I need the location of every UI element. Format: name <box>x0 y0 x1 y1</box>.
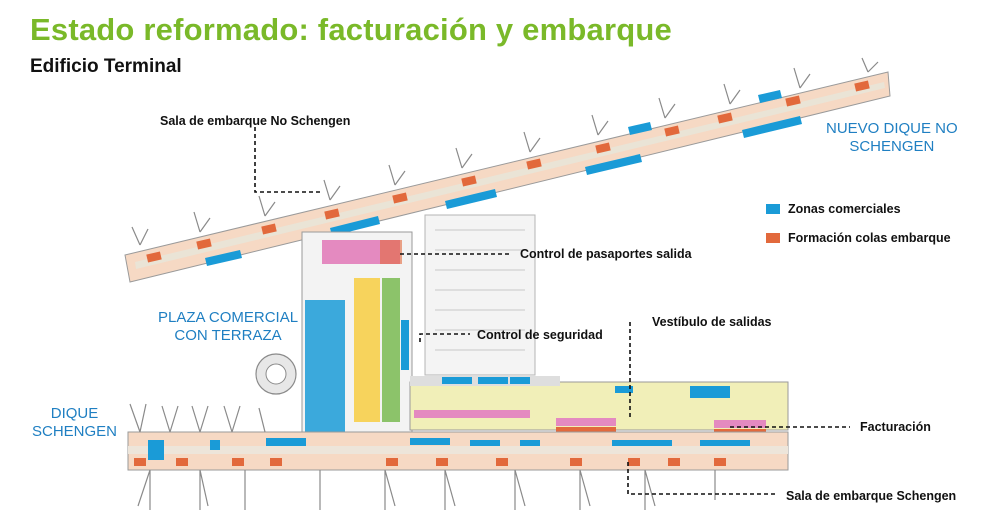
south-pier-gates <box>129 403 716 510</box>
legend-queue-zones: Formación colas embarque <box>766 231 951 245</box>
leader-security-control <box>419 333 470 342</box>
apron-area <box>424 214 536 376</box>
north-pier-queue-zones <box>146 80 870 263</box>
callout-departures-hall: Vestíbulo de salidas <box>652 315 772 329</box>
leader-schengen-lounge <box>627 462 776 495</box>
north-pier <box>124 57 891 283</box>
callout-security-control: Control de seguridad <box>477 328 603 342</box>
north-pier-inner-band <box>135 82 885 269</box>
callout-check-in: Facturación <box>860 420 931 434</box>
legend-commercial-swatch <box>766 204 780 214</box>
south-pier <box>127 403 789 510</box>
security-commercial-strip <box>401 320 409 370</box>
callout-schengen-lounge: Sala de embarque Schengen <box>786 489 957 503</box>
slide-title: Estado reformado: facturación y embarque <box>30 12 672 47</box>
passport-control-queue <box>380 240 402 264</box>
area-label-schengen-pier: DIQUE SCHENGEN <box>32 405 117 441</box>
plaza-commercial-block <box>305 300 345 440</box>
check-in-desks <box>414 410 766 428</box>
legend-queue-label: Formación colas embarque <box>788 231 951 245</box>
callout-no-schengen-lounge: Sala de embarque No Schengen <box>160 114 351 128</box>
security-lanes-yellow <box>354 278 380 422</box>
north-pier-gates <box>131 57 879 246</box>
north-pier-commercial-zones <box>205 90 802 266</box>
security-lanes-green <box>382 278 400 422</box>
south-pier-commercial-zones <box>148 438 750 460</box>
legend-commercial-zones: Zonas comerciales <box>766 202 901 216</box>
callout-leaders <box>254 127 850 495</box>
area-label-new-pier: NUEVO DIQUE NO SCHENGEN <box>826 120 958 156</box>
south-pier-queue-zones <box>134 458 726 466</box>
leader-no-schengen-lounge <box>254 127 320 193</box>
area-label-new-pier-line1: NUEVO DIQUE NO <box>826 120 958 137</box>
callout-passport-control: Control de pasaportes salida <box>520 247 692 261</box>
main-terminal <box>409 376 789 433</box>
check-in-queues <box>556 427 766 433</box>
hall-commercial-zones <box>442 377 730 398</box>
area-label-schengen-pier-line2: SCHENGEN <box>32 423 118 440</box>
area-label-plaza: PLAZA COMERCIAL CON TERRAZA <box>158 309 298 345</box>
area-label-schengen-pier-line1: DIQUE <box>50 405 99 422</box>
area-label-new-pier-line2: SCHENGEN <box>849 138 935 155</box>
legend-queue-swatch <box>766 233 780 243</box>
area-label-plaza-line1: PLAZA COMERCIAL <box>158 309 299 326</box>
legend-commercial-label: Zonas comerciales <box>788 202 901 216</box>
south-pier-band <box>128 446 788 454</box>
slide-subtitle: Edificio Terminal <box>30 56 182 77</box>
central-building <box>255 214 536 440</box>
area-label-plaza-line2: CON TERRAZA <box>174 327 282 344</box>
parking-grid <box>435 229 525 351</box>
